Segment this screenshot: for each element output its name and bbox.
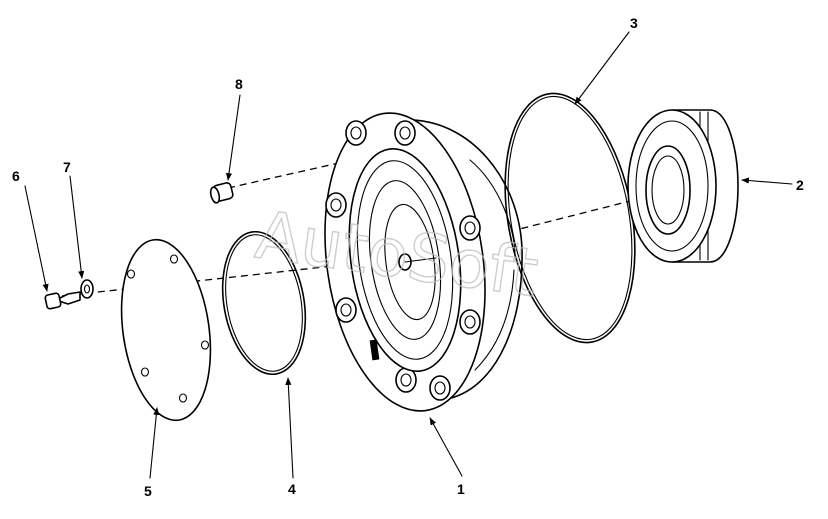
cover-plate — [120, 238, 212, 422]
bolt — [44, 291, 81, 310]
callout-5: 5 — [144, 483, 152, 499]
stamped-mark — [369, 339, 380, 361]
seal-bearing — [627, 109, 739, 263]
callout-3: 3 — [630, 15, 638, 31]
washer — [80, 279, 94, 299]
callout-2: 2 — [796, 177, 804, 193]
hub-housing — [324, 112, 523, 412]
o-ring-small — [221, 230, 307, 376]
callout-6: 6 — [12, 168, 20, 184]
callout-1: 1 — [457, 481, 465, 497]
callout-7: 7 — [63, 159, 71, 175]
callout-4: 4 — [288, 481, 296, 497]
flange-bolt-bosses — [325, 120, 481, 401]
plug — [209, 182, 234, 204]
callout-labels: 1 2 3 4 5 6 7 8 — [12, 15, 804, 499]
callout-8: 8 — [235, 76, 243, 92]
leader-lines — [24, 31, 793, 479]
